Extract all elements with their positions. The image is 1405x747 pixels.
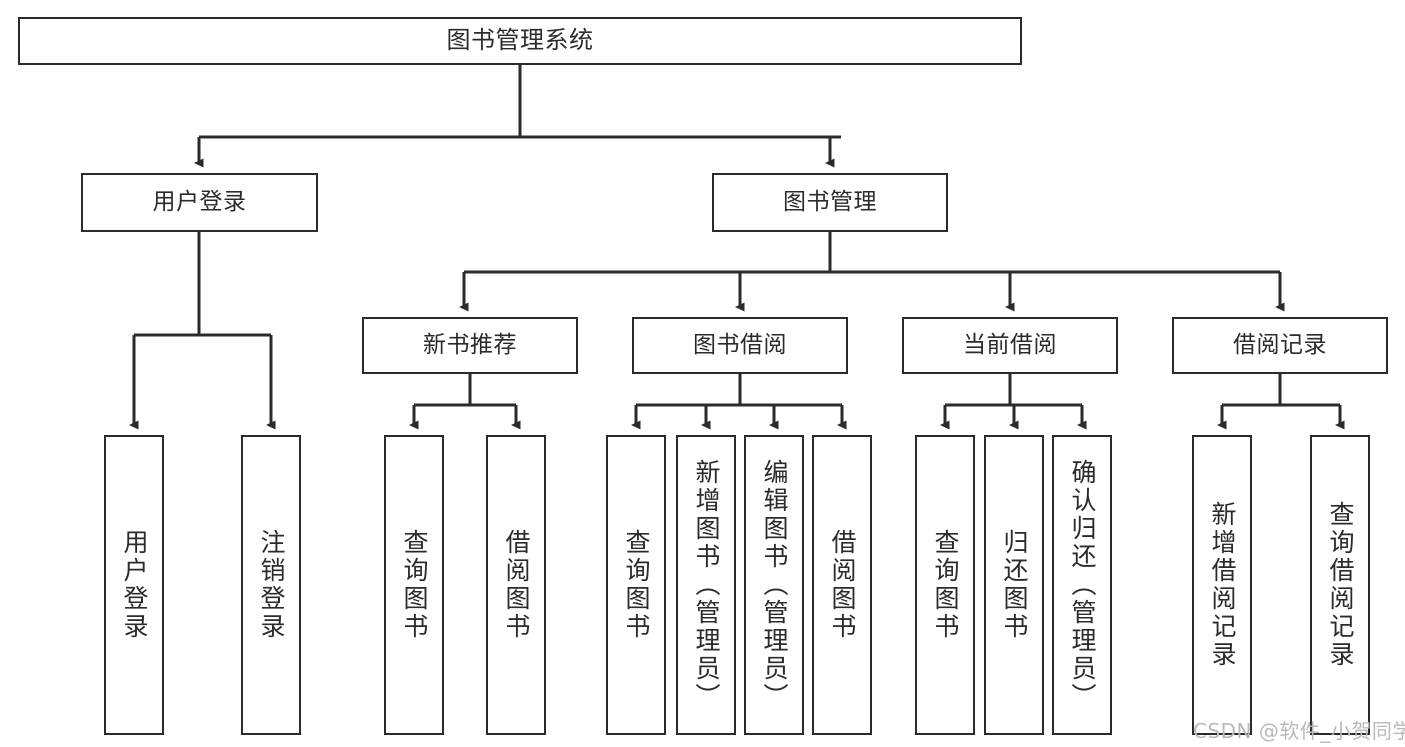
node-leaf-borrow-book-recommend[interactable]: 借阅图书 [486,435,546,735]
node-label: 查询图书 [931,529,960,641]
node-label: 新增图书（管理员） [692,459,721,711]
node-borrow-record[interactable]: 借阅记录 [1172,317,1388,374]
node-label: 借阅记录 [1233,332,1327,359]
node-leaf-query-book-borrow[interactable]: 查询图书 [606,435,666,735]
node-label: 图书管理 [783,189,877,216]
node-label: 当前借阅 [963,332,1057,359]
node-label: 图书管理系统 [446,26,594,55]
node-leaf-query-book-current[interactable]: 查询图书 [915,435,975,735]
node-user-login[interactable]: 用户登录 [81,173,318,232]
node-leaf-query-borrow-record[interactable]: 查询借阅记录 [1310,435,1370,735]
node-label: 注销登录 [257,529,286,641]
node-label: 编辑图书（管理员） [760,459,789,711]
node-leaf-borrow-book[interactable]: 借阅图书 [812,435,872,735]
node-book-borrow[interactable]: 图书借阅 [632,317,848,374]
node-label: 用户登录 [120,529,149,641]
node-leaf-add-book-admin[interactable]: 新增图书（管理员） [676,435,736,735]
node-label: 借阅图书 [502,529,531,641]
node-label: 图书借阅 [693,332,787,359]
node-current-borrow[interactable]: 当前借阅 [902,317,1118,374]
node-label: 查询图书 [622,529,651,641]
node-label: 归还图书 [1000,529,1029,641]
node-book-management[interactable]: 图书管理 [712,173,948,232]
node-label: 用户登录 [152,189,247,216]
node-leaf-confirm-return-admin[interactable]: 确认归还（管理员） [1052,435,1112,735]
node-label: 新书推荐 [423,332,517,359]
node-root-book-management-system[interactable]: 图书管理系统 [18,17,1022,65]
node-leaf-edit-book-admin[interactable]: 编辑图书（管理员） [744,435,804,735]
node-leaf-add-borrow-record[interactable]: 新增借阅记录 [1192,435,1252,735]
node-label: 借阅图书 [828,529,857,641]
watermark-text: CSDN @软件_小贺同学 [1193,719,1405,743]
node-label: 新增借阅记录 [1208,501,1237,669]
node-label: 确认归还（管理员） [1068,459,1097,711]
node-leaf-user-login[interactable]: 用户登录 [104,435,164,735]
node-leaf-logout-login[interactable]: 注销登录 [241,435,301,735]
node-label: 查询图书 [400,529,429,641]
node-leaf-query-book-recommend[interactable]: 查询图书 [384,435,444,735]
node-new-book-recommend[interactable]: 新书推荐 [362,317,578,374]
node-leaf-return-book[interactable]: 归还图书 [984,435,1044,735]
node-label: 查询借阅记录 [1326,501,1355,669]
